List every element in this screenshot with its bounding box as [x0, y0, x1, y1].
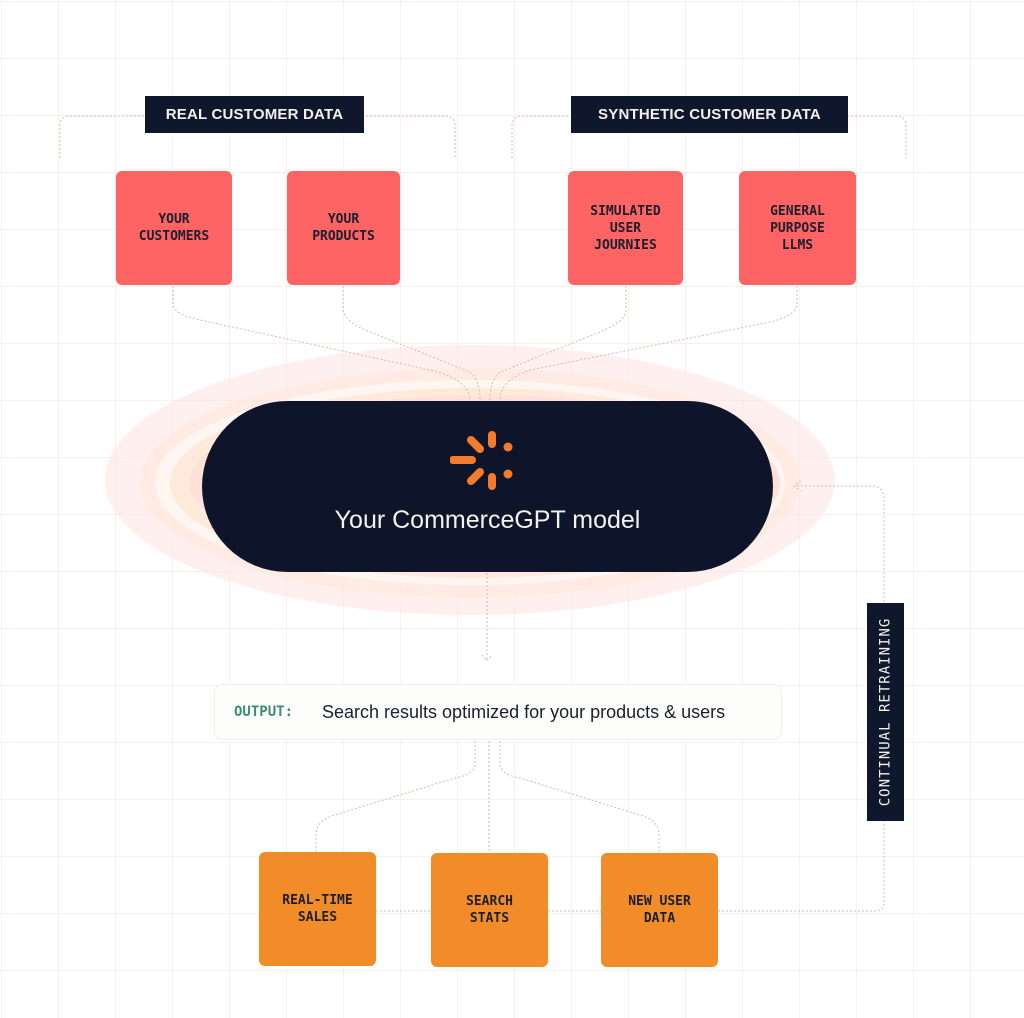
connector-sales — [315, 741, 476, 852]
model-title: Your CommerceGPT model — [334, 506, 641, 534]
connector-customers — [172, 286, 471, 401]
output-arrowhead — [481, 654, 493, 662]
retraining-arrowhead — [793, 480, 802, 492]
feedback-box-search-stats: SEARCH STATS — [431, 853, 548, 967]
input-box-your-products: YOUR PRODUCTS — [287, 171, 400, 285]
real-customer-data-label: REAL CUSTOMER DATA — [145, 96, 364, 133]
connector-journeys — [489, 286, 627, 401]
output-panel: OUTPUT: Search results optimized for you… — [214, 684, 782, 740]
connector-newdata — [499, 741, 660, 852]
spinner-icon — [450, 431, 513, 490]
synthetic-customer-data-label: SYNTHETIC CUSTOMER DATA — [571, 96, 848, 133]
input-box-simulated-user-journies: SIMULATED USER JOURNIES — [568, 171, 683, 285]
connector-products — [342, 286, 481, 401]
output-label: OUTPUT: — [234, 704, 294, 720]
commercegpt-model: Your CommerceGPT model — [202, 401, 773, 572]
feedback-box-real-time-sales: REAL-TIME SALES — [259, 852, 376, 966]
output-text: Search results optimized for your produc… — [322, 701, 726, 722]
input-box-your-customers: YOUR CUSTOMERS — [116, 171, 232, 285]
connector-llms — [499, 286, 798, 401]
feedback-box-new-user-data: NEW USER DATA — [601, 853, 718, 967]
input-box-general-purpose-llms: GENERAL PURPOSE LLMS — [739, 171, 856, 285]
continual-retraining-text: CONTINUAL RETRAINING — [877, 617, 894, 807]
continual-retraining-label: CONTINUAL RETRAINING — [867, 603, 904, 821]
real-group-bracket — [59, 115, 456, 158]
synthetic-group-bracket — [511, 115, 907, 158]
